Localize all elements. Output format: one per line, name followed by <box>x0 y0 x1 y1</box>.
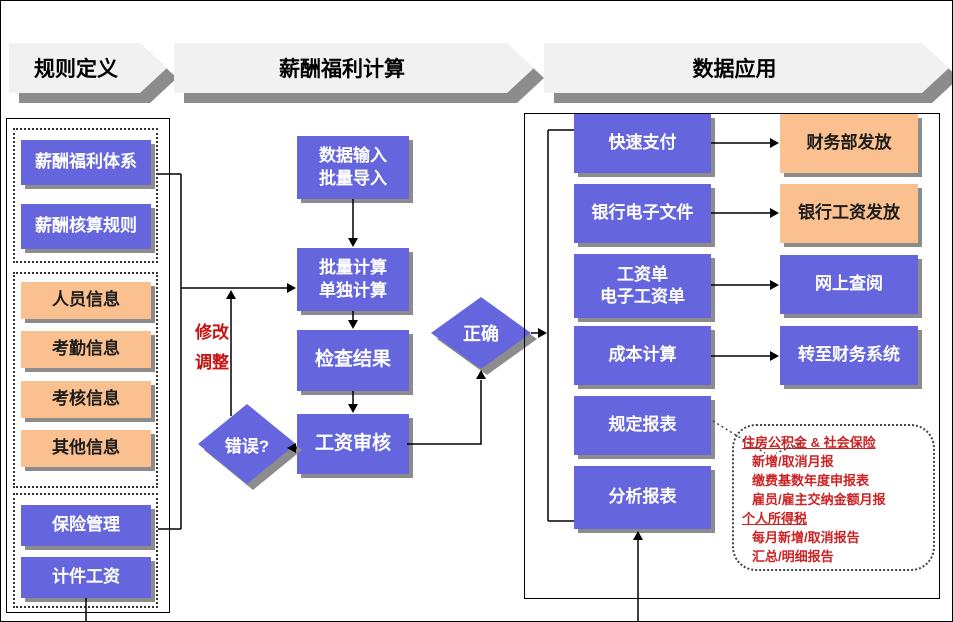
callout-line-monthly-report: 新增/取消月报 <box>752 454 834 469</box>
attendance-info-box: 考勤信息 <box>21 331 151 368</box>
salary-benefit-system-box: 薪酬福利体系 <box>21 140 151 185</box>
personnel-info-box: 人员信息 <box>21 282 151 319</box>
callout-line-employer-payment: 雇员/雇主交纳金额月报 <box>752 492 886 507</box>
other-info-box: 其他信息 <box>21 430 151 467</box>
callout-line-annual-declaration: 缴费基数年度申报表 <box>752 473 870 488</box>
right-panel-frame <box>524 113 940 599</box>
callout-line-income-tax: 个人所得税 <box>742 511 808 526</box>
correct-diamond: 正确 <box>431 297 537 375</box>
banner-data-application-label: 数据应用 <box>544 43 949 93</box>
batch-calculation-box: 批量计算 单独计算 <box>297 248 409 311</box>
transfer-finance-system-box: 转至财务系统 <box>780 326 918 385</box>
analysis-reports-box: 分析报表 <box>574 466 711 529</box>
banner-salary-calculation: 薪酬福利计算 <box>174 43 534 93</box>
statutory-reports-box: 规定报表 <box>574 396 711 455</box>
correct-diamond-label: 正确 <box>431 297 531 369</box>
bank-electronic-file-box: 银行电子文件 <box>574 184 711 243</box>
banner-rule-definition-label: 规则定义 <box>9 43 167 93</box>
payslip-box: 工资单 电子工资单 <box>574 254 711 318</box>
check-results-box: 检查结果 <box>297 330 409 391</box>
callout-line-housing-fund: 住房公积金 & 社会保险 <box>742 435 876 450</box>
quick-payment-box: 快速支付 <box>574 114 711 173</box>
assessment-info-box: 考核信息 <box>21 381 151 418</box>
bank-salary-payout-box: 银行工资发放 <box>780 184 918 243</box>
error-diamond-label: 错误? <box>198 404 296 484</box>
salary-review-box: 工资审核 <box>297 414 409 474</box>
callout-bubble: 住房公积金 & 社会保险 新增/取消月报 缴费基数年度申报表 雇员/雇主交纳金额… <box>732 424 935 571</box>
finance-dept-payout-box: 财务部发放 <box>780 114 918 173</box>
banner-data-application: 数据应用 <box>544 43 949 93</box>
callout-line-monthly-change-report: 每月新增/取消报告 <box>752 530 860 545</box>
online-view-box: 网上查阅 <box>780 255 918 314</box>
banner-salary-calculation-label: 薪酬福利计算 <box>174 43 534 93</box>
insurance-management-box: 保险管理 <box>21 505 151 546</box>
salary-accounting-rules-box: 薪酬核算规则 <box>21 204 151 249</box>
banner-rule-definition: 规则定义 <box>9 43 167 93</box>
data-input-box: 数据输入 批量导入 <box>297 136 409 199</box>
info-group-frame <box>13 272 158 488</box>
modify-adjust-note: 修改 调整 <box>195 323 229 372</box>
cost-calculation-box: 成本计算 <box>574 326 711 385</box>
arrow-to-correct <box>407 380 482 445</box>
error-diamond: 错误? <box>198 404 302 490</box>
piece-rate-wage-box: 计件工资 <box>21 557 151 598</box>
callout-line-summary-detail-report: 汇总/明细报告 <box>752 549 834 564</box>
rules-group-frame <box>13 128 158 263</box>
